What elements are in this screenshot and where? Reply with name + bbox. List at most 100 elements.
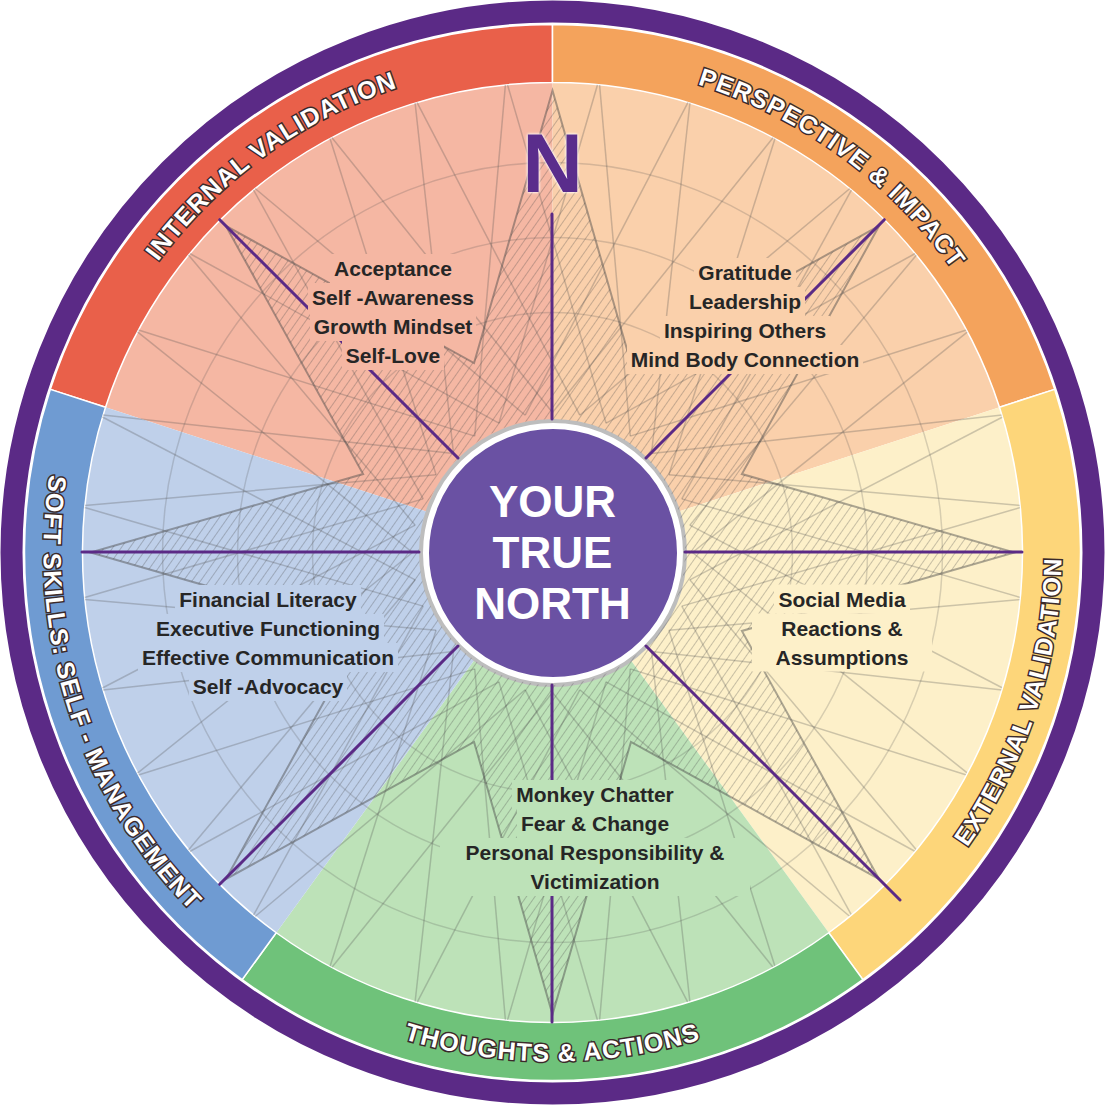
compass-lines	[82, 214, 1022, 1022]
texture-line	[553, 138, 774, 413]
texture-line	[330, 139, 436, 475]
texture-line	[553, 693, 774, 968]
texture-line	[682, 499, 1021, 598]
texture-line	[630, 330, 966, 436]
compass-line	[220, 220, 458, 458]
texture-line	[189, 255, 416, 525]
white-disc	[18, 18, 1088, 1088]
heading-arc	[86, 63, 552, 402]
texture-line	[415, 103, 453, 454]
band-heading: THOUGHTS & ACTIONS	[402, 1017, 703, 1066]
band-heading-text: PERSPECTIVE & IMPACT	[696, 63, 971, 273]
purple-ring	[12, 12, 1094, 1094]
texture-line	[102, 525, 415, 688]
texture-line	[254, 190, 424, 499]
texture-line	[255, 189, 525, 416]
item-list: Social MediaReactions & Assumptions	[752, 585, 932, 672]
texture-ring	[163, 163, 943, 943]
band-heading-text: THOUGHTS & ACTIONS	[402, 1017, 703, 1066]
texture-line	[600, 85, 631, 436]
heading-arc	[553, 62, 1019, 401]
texture-line	[693, 332, 968, 553]
texture-line	[139, 330, 475, 436]
texture-line	[415, 652, 453, 1003]
texture-line	[190, 254, 499, 424]
compass-line	[220, 646, 458, 884]
center-circle: YOUR TRUE NORTH	[417, 417, 689, 689]
item-text: Leadership	[685, 287, 805, 316]
compass-line	[685, 551, 1022, 554]
texture-line	[330, 630, 436, 966]
texture-ring	[313, 313, 793, 793]
texture-line	[508, 682, 607, 1021]
center-disc	[426, 426, 680, 680]
texture-line	[690, 580, 917, 850]
texture-line	[499, 85, 598, 424]
texture-line	[652, 652, 1003, 690]
item-text: Inspiring Others	[660, 316, 830, 345]
compass-letter: N	[522, 121, 583, 205]
texture-line	[85, 475, 436, 506]
sector-band	[242, 933, 863, 1081]
compass-line	[646, 220, 884, 458]
texture-line	[669, 139, 775, 475]
texture-line	[669, 600, 1020, 631]
item-text: Growth Mindset	[310, 312, 477, 341]
texture-line	[138, 553, 413, 774]
texture-line	[606, 254, 915, 424]
texture-line	[652, 415, 1003, 453]
item-text: Fear & Change	[517, 809, 673, 838]
texture-ring	[238, 238, 868, 868]
item-text: Financial Literacy	[175, 585, 360, 614]
texture-line	[669, 475, 1020, 506]
texture-line	[85, 600, 436, 631]
item-text: Mind Body Connection	[627, 345, 864, 374]
texture-line	[499, 682, 598, 1021]
item-text: Gratitude	[694, 258, 795, 287]
texture-line	[85, 499, 424, 598]
texture-line	[525, 690, 688, 1003]
item-list: AcceptanceSelf -AwarenessGrowth MindsetS…	[263, 254, 523, 370]
texture-line	[139, 669, 475, 775]
texture-line	[606, 682, 915, 852]
item-text: Monkey Chatter	[512, 780, 678, 809]
texture-line	[690, 255, 917, 525]
item-text: Executive Functioning	[152, 614, 384, 643]
texture-line	[102, 417, 415, 580]
texture-line	[652, 652, 690, 1003]
texture-line	[332, 693, 553, 968]
texture-line	[190, 682, 499, 852]
texture-line	[332, 138, 553, 413]
texture-line	[690, 525, 1003, 688]
item-list: GratitudeLeadershipInspiring OthersMind …	[600, 258, 890, 374]
texture-line	[630, 669, 966, 775]
texture-line	[138, 332, 413, 553]
sector-band	[829, 389, 1081, 979]
item-text: Personal Responsibility & Victimization	[440, 838, 750, 896]
texture-line	[508, 85, 607, 424]
texture-line	[189, 580, 416, 850]
band-heading-text: SOFT SKILLS: SELF - MANAGEMENT	[38, 474, 208, 915]
texture-line	[254, 606, 424, 915]
texture-line	[600, 669, 631, 1020]
band-heading: SOFT SKILLS: SELF - MANAGEMENT	[38, 474, 208, 915]
item-text: Effective Communication	[138, 643, 398, 672]
band-heading: PERSPECTIVE & IMPACT	[696, 63, 971, 273]
texture-line	[652, 103, 690, 454]
sector: SOFT SKILLS: SELF - MANAGEMENTFinancial …	[22, 388, 478, 982]
compass-line	[646, 646, 900, 900]
compass-line	[82, 551, 419, 554]
sector-band	[50, 25, 552, 408]
texture-line	[103, 415, 454, 453]
item-text: Self-Love	[342, 341, 445, 370]
texture-line	[693, 553, 968, 774]
item-text: Social Media	[774, 585, 909, 614]
compass-line	[551, 685, 554, 1022]
item-list: Monkey ChatterFear & ChangePersonal Resp…	[440, 780, 750, 896]
band-heading-text: EXTERNAL VALIDATION	[948, 557, 1066, 850]
compass-line	[551, 214, 554, 419]
item-text: Self -Awareness	[308, 283, 478, 312]
texture-line	[682, 190, 852, 499]
item-text: Acceptance	[330, 254, 456, 283]
texture-line	[255, 690, 525, 917]
